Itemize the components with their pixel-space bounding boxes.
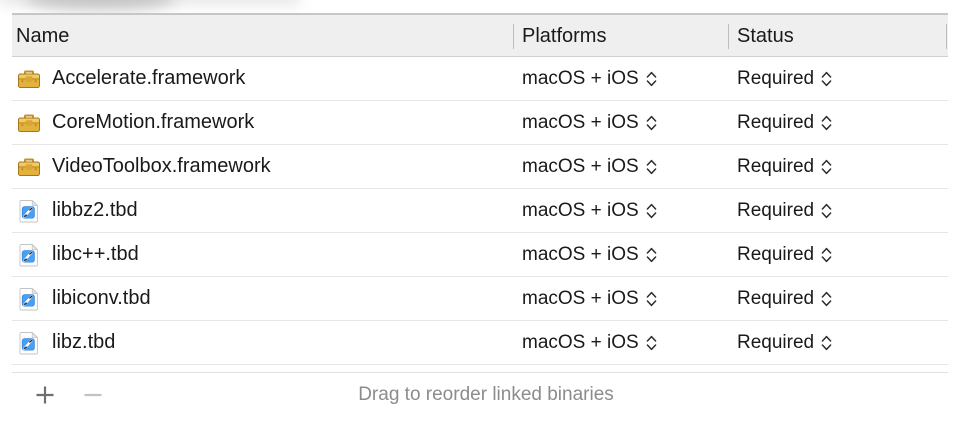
chevron-up-down-icon: [821, 334, 832, 352]
binary-name: VideoToolbox.framework: [52, 155, 271, 177]
footer-hint-text: Drag to reorder linked binaries: [358, 384, 614, 405]
status-value: Required: [737, 287, 815, 309]
platforms-value: macOS + iOS: [522, 67, 639, 89]
linked-binaries-table: Name Platforms Status: [12, 13, 948, 365]
cell-name[interactable]: libbz2.tbd: [16, 189, 138, 232]
cell-name[interactable]: CoreMotion.framework: [16, 101, 254, 144]
cell-name[interactable]: libc++.tbd: [16, 233, 139, 276]
platforms-value: macOS + iOS: [522, 111, 639, 133]
status-value: Required: [737, 111, 815, 133]
platforms-value: macOS + iOS: [522, 199, 639, 221]
minus-icon: [84, 393, 102, 397]
table-row[interactable]: libiconv.tbd macOS + iOS Required: [12, 277, 948, 321]
chevron-up-down-icon: [821, 158, 832, 176]
chevron-up-down-icon: [646, 114, 657, 132]
chevron-up-down-icon: [646, 290, 657, 308]
column-header-platforms[interactable]: Platforms: [522, 25, 607, 47]
cell-name[interactable]: Accelerate.framework: [16, 57, 245, 100]
platforms-value: macOS + iOS: [522, 287, 639, 309]
table-row[interactable]: VideoToolbox.framework macOS + iOS Requi…: [12, 145, 948, 189]
table-row[interactable]: libz.tbd macOS + iOS Required: [12, 321, 948, 365]
chevron-up-down-icon: [821, 246, 832, 264]
column-header-name[interactable]: Name: [16, 25, 70, 47]
chevron-up-down-icon: [646, 158, 657, 176]
tbd-document-icon: [16, 242, 42, 268]
chevron-up-down-icon: [646, 70, 657, 88]
cell-name[interactable]: libz.tbd: [16, 321, 115, 364]
add-binary-button[interactable]: [30, 380, 60, 410]
table-row[interactable]: CoreMotion.framework macOS + iOS Require…: [12, 101, 948, 145]
binary-name: libc++.tbd: [52, 243, 139, 265]
status-popup[interactable]: Required: [737, 233, 832, 276]
column-divider-3[interactable]: [946, 24, 947, 49]
remove-binary-button[interactable]: [78, 380, 108, 410]
platforms-popup[interactable]: macOS + iOS: [522, 233, 657, 276]
platforms-popup[interactable]: macOS + iOS: [522, 145, 657, 188]
table-row[interactable]: libbz2.tbd macOS + iOS Required: [12, 189, 948, 233]
binary-name: libiconv.tbd: [52, 287, 151, 309]
chevron-up-down-icon: [821, 290, 832, 308]
platforms-value: macOS + iOS: [522, 243, 639, 265]
binary-name: CoreMotion.framework: [52, 111, 255, 133]
footer-divider: [12, 372, 948, 373]
tbd-document-icon: [16, 198, 42, 224]
cell-name[interactable]: libiconv.tbd: [16, 277, 151, 320]
platforms-popup[interactable]: macOS + iOS: [522, 277, 657, 320]
chevron-up-down-icon: [646, 202, 657, 220]
platforms-value: macOS + iOS: [522, 155, 639, 177]
panel-top-shadow-core: [24, 0, 176, 10]
status-popup[interactable]: Required: [737, 101, 832, 144]
status-value: Required: [737, 331, 815, 353]
tbd-document-icon: [16, 286, 42, 312]
column-header-status[interactable]: Status: [737, 25, 794, 47]
platforms-value: macOS + iOS: [522, 331, 639, 353]
table-row[interactable]: libc++.tbd macOS + iOS Required: [12, 233, 948, 277]
status-value: Required: [737, 243, 815, 265]
table-header-row: Name Platforms Status: [12, 13, 948, 57]
table-footer: Drag to reorder linked binaries: [12, 372, 948, 417]
cell-name[interactable]: VideoToolbox.framework: [16, 145, 271, 188]
table-row[interactable]: Accelerate.framework macOS + iOS Require…: [12, 57, 948, 101]
framework-toolbox-icon: [16, 154, 42, 180]
platforms-popup[interactable]: macOS + iOS: [522, 189, 657, 232]
binary-name: libz.tbd: [52, 331, 116, 353]
framework-toolbox-icon: [16, 110, 42, 136]
chevron-up-down-icon: [646, 334, 657, 352]
chevron-up-down-icon: [821, 202, 832, 220]
platforms-popup[interactable]: macOS + iOS: [522, 321, 657, 364]
column-divider-2[interactable]: [728, 24, 729, 49]
binary-name: Accelerate.framework: [52, 67, 246, 89]
status-popup[interactable]: Required: [737, 321, 832, 364]
platforms-popup[interactable]: macOS + iOS: [522, 101, 657, 144]
tbd-document-icon: [16, 330, 42, 356]
status-value: Required: [737, 199, 815, 221]
framework-toolbox-icon: [16, 66, 42, 92]
status-popup[interactable]: Required: [737, 57, 832, 100]
platforms-popup[interactable]: macOS + iOS: [522, 57, 657, 100]
column-divider-1[interactable]: [513, 24, 514, 49]
status-popup[interactable]: Required: [737, 277, 832, 320]
status-value: Required: [737, 67, 815, 89]
status-value: Required: [737, 155, 815, 177]
status-popup[interactable]: Required: [737, 189, 832, 232]
plus-icon: [36, 386, 54, 404]
chevron-up-down-icon: [821, 114, 832, 132]
status-popup[interactable]: Required: [737, 145, 832, 188]
chevron-up-down-icon: [821, 70, 832, 88]
chevron-up-down-icon: [646, 246, 657, 264]
binary-name: libbz2.tbd: [52, 199, 138, 221]
